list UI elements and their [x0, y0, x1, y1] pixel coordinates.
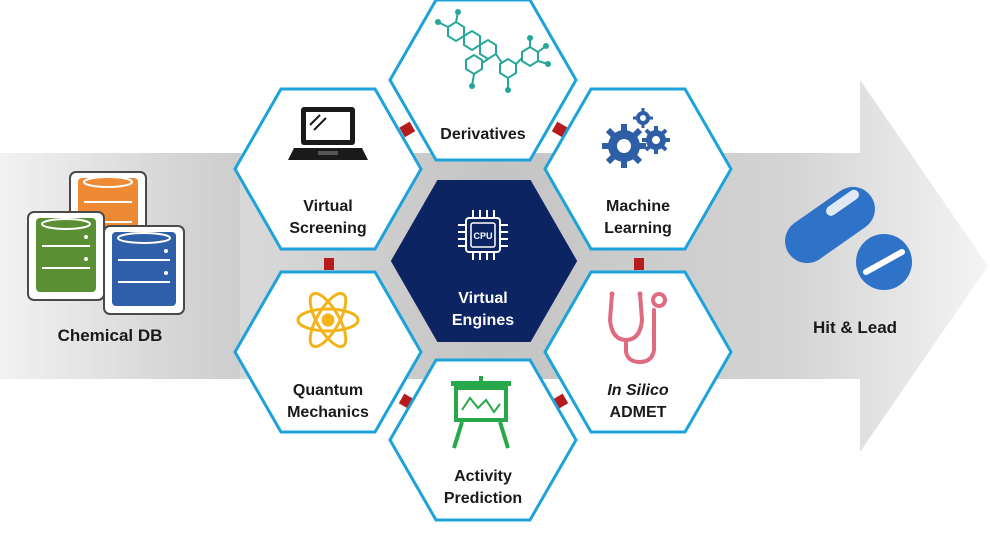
- label-virtual-engines: Virtual Engines: [413, 288, 553, 332]
- presentation-board-icon: [451, 376, 511, 449]
- label-admet: In Silico ADMET: [568, 380, 708, 424]
- gears-icon: [602, 108, 670, 168]
- label-machine-learning-line1: Machine: [605, 198, 670, 215]
- label-admet-line2: ADMET: [609, 404, 667, 421]
- label-quantum-mechanics-line2: Mechanics: [287, 404, 369, 421]
- label-virtual-screening-line1: Virtual: [303, 198, 353, 215]
- label-derivatives-text: Derivatives: [440, 126, 526, 143]
- label-derivatives: Derivatives: [413, 124, 553, 146]
- label-virtual-engines-line2: Engines: [451, 312, 515, 329]
- cpu-chip-text: CPU: [473, 231, 492, 241]
- label-activity-prediction-line2: Prediction: [443, 490, 523, 507]
- label-quantum-mechanics-line1: Quantum: [292, 382, 364, 399]
- laptop-icon: [288, 107, 368, 160]
- hex-admet: [543, 270, 733, 434]
- hex-machine-learning: [543, 87, 733, 251]
- hex-quantum-mechanics: [233, 270, 423, 434]
- label-chemical-db: Chemical DB: [57, 326, 163, 345]
- hex-activity-prediction: [388, 358, 578, 522]
- label-hit-and-lead: Hit & Lead: [812, 318, 898, 337]
- stethoscope-icon: [607, 292, 667, 365]
- hex-virtual-screening: [233, 87, 423, 251]
- pills-icon: [785, 186, 912, 290]
- label-virtual-screening: Virtual Screening: [258, 196, 398, 240]
- label-machine-learning-line2: Learning: [604, 220, 672, 237]
- label-activity-prediction-line1: Activity: [454, 468, 512, 485]
- molecule-icon: [437, 11, 549, 90]
- label-activity-prediction: Activity Prediction: [413, 466, 553, 510]
- stethoscope-earpieces: [609, 291, 643, 297]
- label-virtual-engines-line1: Virtual: [458, 290, 508, 307]
- label-virtual-screening-line2: Screening: [289, 220, 367, 237]
- label-machine-learning: Machine Learning: [568, 196, 708, 240]
- database-stack-icon: [27, 171, 185, 315]
- label-admet-line1: In Silico: [607, 382, 669, 399]
- atom-icon: [296, 291, 360, 349]
- molecule-atoms: [435, 9, 551, 93]
- label-quantum-mechanics: Quantum Mechanics: [258, 380, 398, 424]
- cpu-chip-icon: [458, 210, 508, 260]
- hex-virtual-engines: [390, 180, 578, 342]
